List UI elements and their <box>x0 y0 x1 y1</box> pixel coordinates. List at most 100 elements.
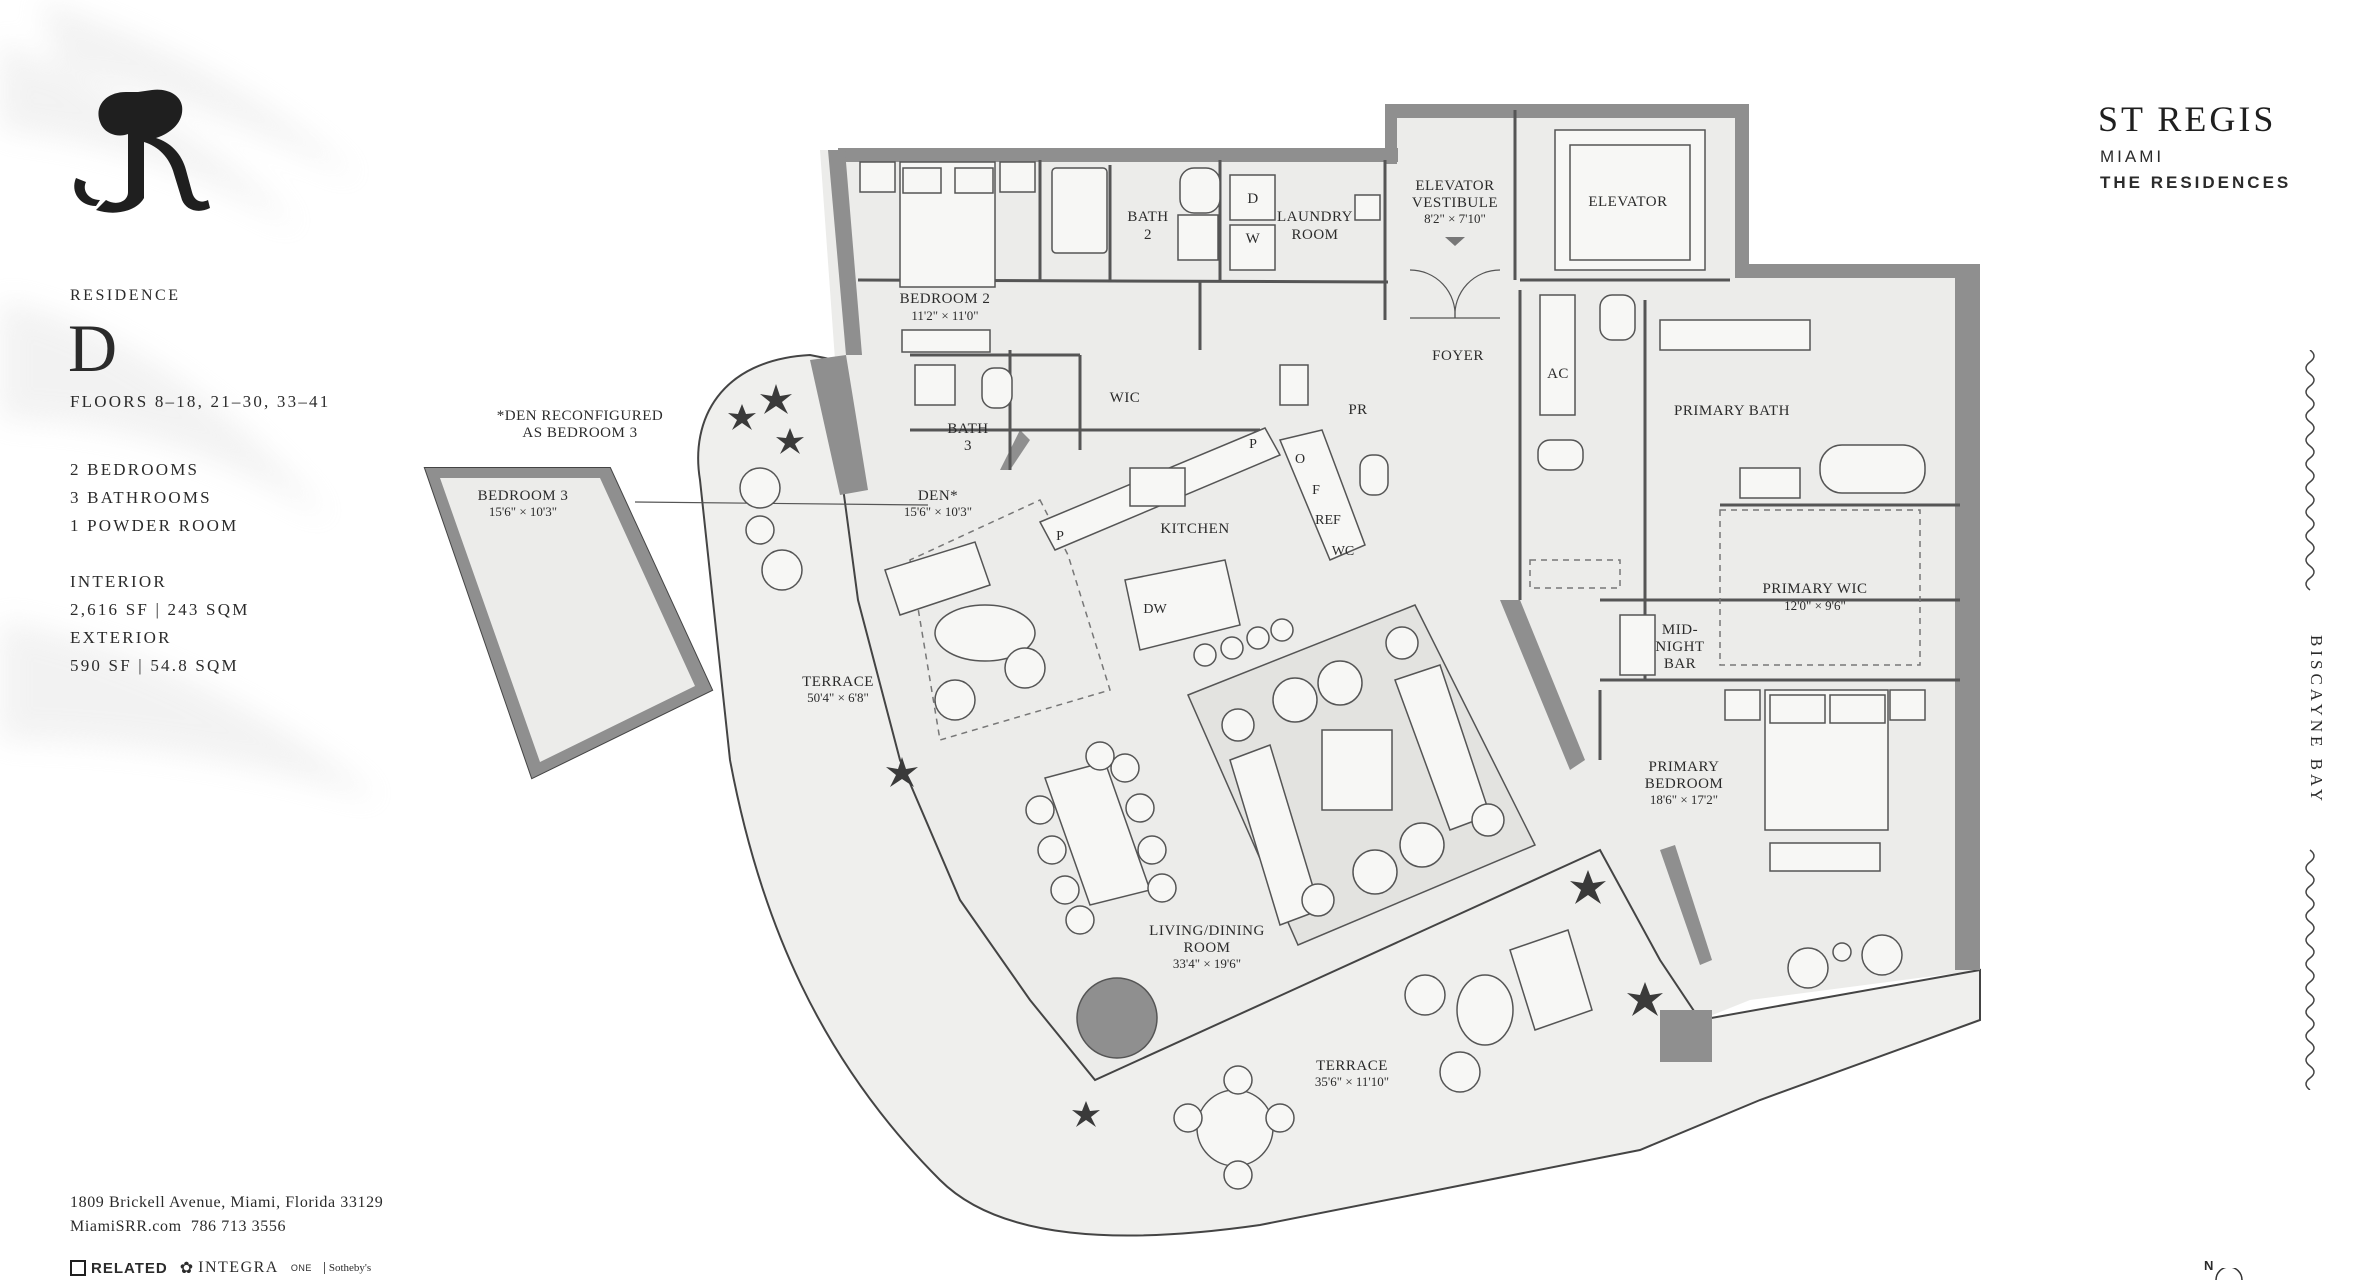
living-label: LIVING/DINING <box>1149 923 1265 939</box>
den-leader-line <box>634 501 929 506</box>
residence-letter: D <box>68 310 118 386</box>
wic-label: WIC <box>1110 390 1141 406</box>
primary-bedroom-label: PRIMARY <box>1648 759 1719 775</box>
primary-wic-dim: 12'0" × 9'6" <box>1784 598 1846 613</box>
elevator-label: ELEVATOR <box>1588 194 1667 210</box>
compass-icon <box>2215 1268 2243 1280</box>
pr-label: PR <box>1348 402 1367 418</box>
kitchen-wc: WC <box>1332 544 1355 559</box>
bedroom3-dim: 15'6" × 10'3" <box>489 504 557 519</box>
terrace2-dim: 35'6" × 11'10" <box>1315 1074 1389 1089</box>
plant-icon <box>1072 1101 1100 1127</box>
terrace2-furniture <box>1173 929 1593 1190</box>
elevator-vestibule-dim: 8'2" × 7'10" <box>1424 211 1486 226</box>
terrace1-dim: 50'4" × 6'8" <box>807 690 869 705</box>
plant-icon <box>760 384 792 414</box>
kitchen-label: KITCHEN <box>1160 521 1229 537</box>
integra-mark-icon: ✿ <box>179 1260 194 1277</box>
terrace1-furniture <box>739 467 803 591</box>
den-note-line-2: AS BEDROOM 3 <box>522 425 637 441</box>
primary-wic-label: PRIMARY WIC <box>1762 581 1867 597</box>
den-dim: 15'6" × 10'3" <box>904 504 972 519</box>
kitchen-freezer: F <box>1312 483 1320 498</box>
plant-icon <box>1627 982 1663 1016</box>
bath3-number: 3 <box>964 438 972 454</box>
bedroom2-label: BEDROOM 2 <box>900 291 991 307</box>
midnight-bar-label-2: NIGHT <box>1655 639 1704 655</box>
bedroom2-furniture <box>859 161 1036 353</box>
primary-bath-label: PRIMARY BATH <box>1674 403 1790 419</box>
sothebys-logo: Sotheby's <box>323 1262 371 1274</box>
wavy-shoreline <box>2305 350 2315 1090</box>
exterior-label: EXTERIOR <box>70 628 172 647</box>
spec-bedrooms: 2 BEDROOMS <box>70 460 200 479</box>
living-label-2: ROOM <box>1183 940 1230 956</box>
primary-bedroom-dim: 18'6" × 17'2" <box>1650 792 1718 807</box>
primary-bedroom-label-2: BEDROOM <box>1645 776 1724 792</box>
floors-text: FLOORS 8–18, 21–30, 33–41 <box>70 392 331 411</box>
terrace-footprint <box>697 353 1981 1237</box>
compass-north-label: N <box>2204 1258 2214 1273</box>
kitchen-oven: O <box>1295 452 1305 467</box>
bath2-number: 2 <box>1144 227 1152 243</box>
exterior-walls <box>810 104 1980 1062</box>
kitchen-dw: DW <box>1143 602 1167 617</box>
midnight-bar-label: MID- <box>1662 622 1698 638</box>
plant-icon <box>886 757 918 787</box>
living-room-furniture <box>1187 604 1537 946</box>
st-regis-wordmark: ST REGIS <box>2098 99 2277 139</box>
den-label: DEN* <box>918 488 958 504</box>
elevator-vestibule-label: ELEVATOR <box>1415 178 1494 194</box>
spec-powder-room: 1 POWDER ROOM <box>70 516 239 535</box>
vestibule-arrow-icon <box>1445 237 1465 246</box>
bath3-label: BATH <box>947 421 988 437</box>
plant-icons <box>728 384 1663 1127</box>
primary-bedroom-furniture <box>1724 689 1926 989</box>
foyer-label: FOYER <box>1432 348 1484 364</box>
exterior-value: 590 SF | 54.8 SQM <box>70 656 239 675</box>
palm-shadow-decoration <box>0 0 380 800</box>
foyer-doors <box>1409 269 1501 319</box>
bedroom3-label: BEDROOM 3 <box>478 488 569 504</box>
interior-value: 2,616 SF | 243 SQM <box>70 600 250 619</box>
laundry-w: W <box>1246 231 1261 247</box>
spec-bathrooms: 3 BATHROOMS <box>70 488 212 507</box>
sr-monogram-logo <box>74 89 210 213</box>
elevator-box <box>1554 129 1706 271</box>
related-mark-icon <box>70 1260 86 1276</box>
integra-logo: ✿ INTEGRA <box>179 1259 279 1277</box>
brand-tagline: THE RESIDENCES <box>2100 173 2292 192</box>
kitchen-pantry-p2: P <box>1056 529 1064 544</box>
kitchen-ref: REF <box>1315 513 1341 528</box>
bedroom3-walls <box>425 468 712 778</box>
midnight-bar-label-3: BAR <box>1664 656 1696 672</box>
brand-city: MIAMI <box>2100 147 2165 166</box>
plant-icon <box>1570 870 1606 904</box>
laundry-label-2: ROOM <box>1291 227 1338 243</box>
developer-logos: RELATED ✿ INTEGRA ONE Sotheby's <box>70 1258 371 1278</box>
laundry-label: LAUNDRY <box>1277 209 1353 225</box>
dashed-outlines <box>909 499 1921 741</box>
related-logo: RELATED <box>70 1260 168 1277</box>
footer-address: 1809 Brickell Avenue, Miami, Florida 331… <box>70 1194 384 1211</box>
bath2-label: BATH <box>1127 209 1168 225</box>
plant-icon <box>776 428 804 454</box>
footer-contact: MiamiSRR.com 786 713 3556 <box>70 1218 287 1235</box>
residence-label: RESIDENCE <box>70 287 181 304</box>
primary-bath-fixtures <box>1619 319 1926 676</box>
living-dim: 33'4" × 19'6" <box>1173 956 1241 971</box>
kitchen-pantry-p1: P <box>1249 437 1257 452</box>
bath3-fixtures <box>914 364 1389 496</box>
plant-icon <box>728 404 756 430</box>
terrace1-label: TERRACE <box>802 674 874 690</box>
kitchen-fixtures <box>1038 427 1366 667</box>
elevator-vestibule-label-2: VESTIBULE <box>1412 195 1498 211</box>
bedroom2-dim: 11'2" × 11'0" <box>911 308 978 323</box>
ac-label: AC <box>1547 366 1569 382</box>
bath2-fixtures <box>1051 167 1381 271</box>
one-logo: ONE <box>290 1263 312 1273</box>
interior-label: INTERIOR <box>70 572 167 591</box>
terrace2-label: TERRACE <box>1316 1058 1388 1074</box>
laundry-d: D <box>1247 191 1258 207</box>
